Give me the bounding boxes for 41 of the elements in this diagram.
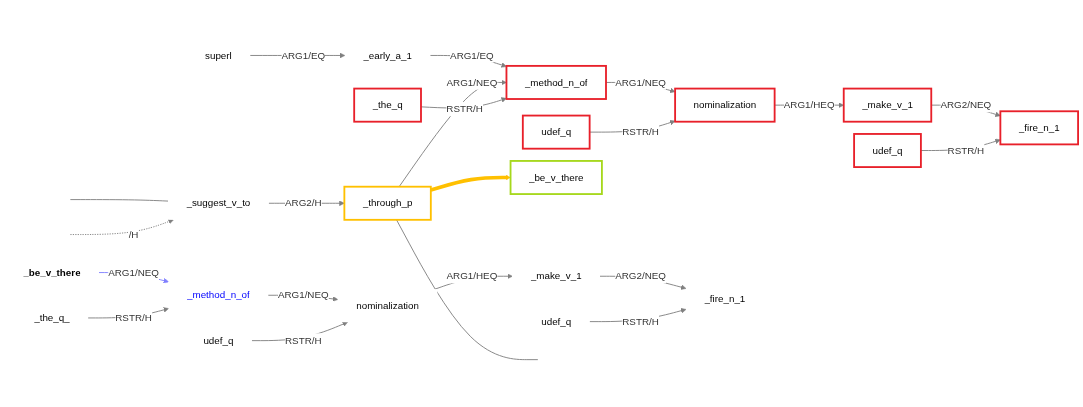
- edge-label: ARG1/HEQ: [446, 270, 498, 281]
- node-text: udef_q: [541, 315, 572, 327]
- edge-label: RSTR/H: [446, 103, 483, 114]
- edge-label: RSTR/H: [947, 144, 985, 156]
- node-box: nominalization: [674, 87, 776, 123]
- edge-label: RSTR/H: [115, 312, 152, 323]
- edge-label: ARG1/NEQ: [277, 289, 329, 300]
- node-text: _the_q_: [34, 312, 70, 323]
- edge-label: RSTR/H: [622, 126, 659, 137]
- edge-label: ARG1/EQ: [281, 49, 326, 60]
- edge-label: /H: [128, 228, 139, 240]
- node-box: udef_q: [853, 132, 922, 168]
- edge-label: ARG2/NEQ: [615, 270, 666, 281]
- node-box: _through_p: [343, 185, 432, 221]
- node-text: _suggest_v_to: [186, 197, 251, 208]
- edge-label: ARG1/HEQ: [783, 99, 835, 110]
- node-box: _make_v_1: [842, 87, 933, 123]
- node-text: _make_v_1: [530, 270, 582, 281]
- edge-label: ARG2/NEQ: [940, 99, 992, 110]
- edge-label: RSTR/H: [622, 315, 659, 327]
- node-box: _fire_n_1: [999, 110, 1079, 145]
- node-box: udef_q: [521, 114, 591, 150]
- node-text: _early_a_1: [363, 49, 412, 60]
- node-text: superl: [205, 49, 232, 60]
- node-text: _be_v_there: [23, 266, 81, 278]
- arrow: [430, 174, 511, 192]
- node-box: _the_q: [353, 87, 422, 123]
- node-text: udef_q: [203, 334, 234, 346]
- edge-label: ARG2/H: [285, 197, 322, 208]
- connector: [69, 198, 169, 202]
- node-box: _method_n_of: [505, 64, 607, 100]
- edge-label: RSTR/H: [285, 334, 322, 346]
- edge-label: ARG1/EQ: [450, 49, 494, 60]
- node-text: _method_n_of: [187, 289, 250, 300]
- connector: [396, 219, 539, 360]
- node-box: _be_v_there: [509, 159, 603, 195]
- edge-label: ARG1/NEQ: [446, 76, 498, 87]
- node-text: nominalization: [356, 299, 419, 311]
- edge-label: ARG1/NEQ: [108, 266, 159, 278]
- edge-label: ARG1/NEQ: [615, 76, 666, 87]
- node-text: _fire_n_1: [704, 293, 746, 304]
